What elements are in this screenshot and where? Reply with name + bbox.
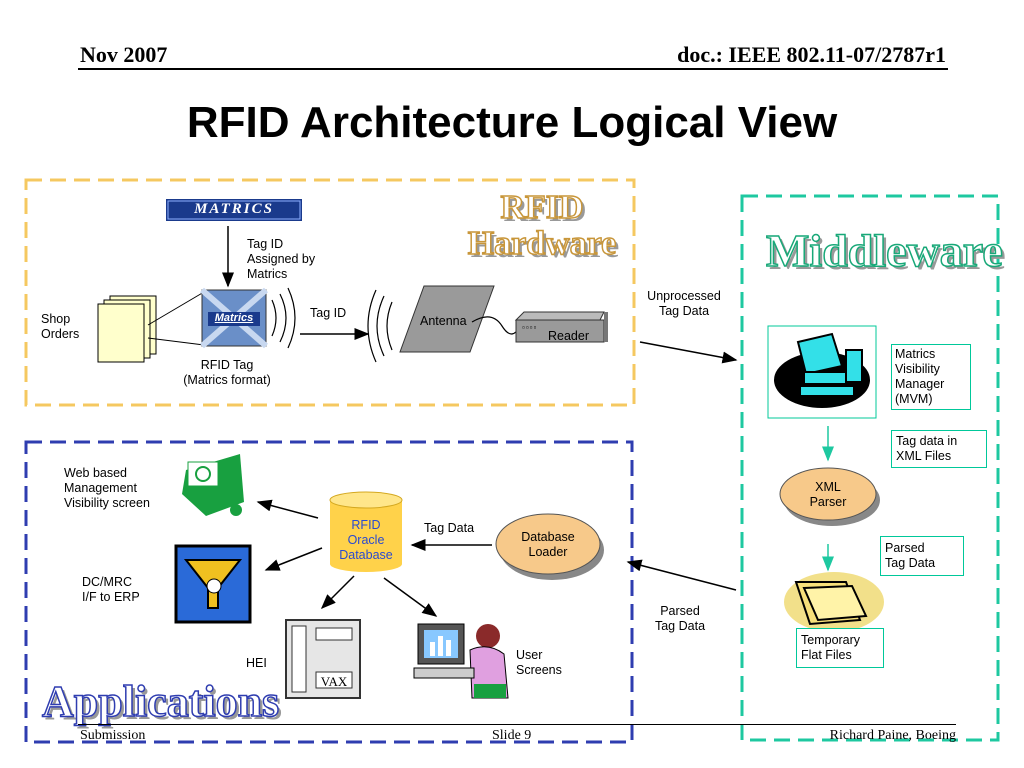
arrow-db-to-dcmrc (264, 547, 323, 571)
matrics-logo (166, 199, 302, 221)
parsed-box-line2: Tag Data (885, 556, 936, 570)
xml-files-line1: Tag data in (896, 434, 958, 448)
footer-rule (78, 724, 956, 725)
tag-assigned-line2: Assigned by (247, 252, 316, 266)
xml-parser-line1: XML (815, 480, 841, 494)
shop-orders-label: Shop Orders (41, 312, 79, 342)
db-line2: Oracle (347, 533, 385, 547)
arrow-db-to-users (383, 577, 438, 617)
header-date: Nov 2007 (80, 42, 168, 67)
temp-files-box: Temporary Flat Files (796, 628, 884, 668)
tag-waves-icon (271, 287, 296, 349)
rfid-tag-label: RFID Tag (Matrics format) (168, 358, 286, 388)
flat-files-icon (784, 572, 884, 632)
shop-orders-icon (97, 295, 157, 363)
header-doc-id: doc.: IEEE 802.11-07/2787r1 (677, 42, 946, 67)
database-loader-label: Database Loader (506, 530, 590, 560)
web-line2: Management (64, 481, 137, 495)
temp-files-line1: Temporary (801, 633, 861, 647)
web-visibility-icon (182, 454, 244, 516)
xml-parser-line2: Parser (809, 495, 847, 509)
footer-submission: Submission (80, 728, 146, 743)
mvm-computer-icon (774, 332, 870, 408)
dcmrc-line1: DC/MRC (82, 575, 132, 589)
oracle-database-label: RFID Oracle Database (330, 518, 402, 563)
mvm-line3: Manager (895, 377, 945, 391)
antenna-cable (471, 316, 521, 335)
user-screens-icon (413, 623, 509, 699)
rfid-tag-line1: RFID Tag (200, 358, 254, 372)
user-screens-label: User Screens (516, 648, 562, 678)
tag-id-label: Tag ID (310, 306, 347, 320)
user-screens-line2: Screens (516, 663, 562, 677)
hardware-section-label: RFID Hardware (466, 189, 618, 263)
header-rule (78, 68, 948, 70)
matrics-logo-text: MATRICS (194, 201, 274, 217)
database-loader-cloud (495, 513, 604, 580)
user-screens-line1: User (516, 648, 543, 662)
parsed-box-line1: Parsed (885, 541, 925, 555)
hardware-label-line2: Hardware (467, 225, 617, 263)
dcmrc-label: DC/MRC I/F to ERP (82, 575, 140, 605)
rfid-tag-text: Matrics (214, 312, 254, 324)
rfid-tag-line2: (Matrics format) (183, 373, 271, 387)
reader-label: Reader (548, 329, 589, 343)
db-line1: RFID (351, 518, 381, 532)
hardware-label-line1: RFID (500, 189, 585, 227)
applications-section-label: Applications (41, 677, 280, 727)
vax-label: VAX (320, 674, 348, 689)
unprocessed-label: Unprocessed Tag Data (640, 289, 728, 319)
xml-files-box: Tag data in XML Files (891, 430, 987, 468)
rfid-tag-icon (200, 287, 268, 349)
mvm-line2: Visibility (895, 362, 940, 376)
shop-orders-line2: Orders (41, 327, 80, 341)
unprocessed-line2: Tag Data (658, 304, 710, 318)
hei-label: HEI (246, 656, 267, 670)
unprocessed-line1: Unprocessed (647, 289, 721, 303)
temp-files-line2: Flat Files (801, 648, 852, 662)
parsed-out-line1: Parsed (660, 604, 700, 618)
dcmrc-funnel-icon (174, 544, 252, 624)
antenna-label: Antenna (420, 314, 467, 328)
parsed-out-label: Parsed Tag Data (640, 604, 720, 634)
xml-parser-label: XML Parser (788, 480, 868, 510)
parsed-tag-data-box: Parsed Tag Data (880, 536, 964, 576)
web-line1: Web based (64, 466, 128, 480)
tag-assigned-line3: Matrics (247, 267, 288, 281)
arrow-db-to-web (256, 499, 319, 519)
tag-data-label: Tag Data (424, 521, 475, 535)
antenna-icon (399, 285, 495, 353)
page-title: RFID Architecture Logical View (186, 98, 838, 147)
footer-slide-number: Slide 9 (492, 728, 532, 743)
shop-orders-line1: Shop (41, 312, 71, 326)
web-visibility-label: Web based Management Visibility screen (64, 466, 150, 511)
loader-line1: Database (521, 530, 575, 544)
parsed-out-line2: Tag Data (654, 619, 706, 633)
arrow-unprocessed (639, 341, 738, 364)
dcmrc-line2: I/F to ERP (82, 590, 140, 604)
hardware-section-border (24, 178, 636, 407)
vax-computer-icon (285, 619, 361, 699)
middleware-section-border (740, 194, 1000, 742)
mvm-label-box: Matrics Visibility Manager (MVM) (891, 344, 971, 410)
xml-parser-cloud (779, 467, 880, 526)
arrow-parsed-to-loader (626, 559, 737, 591)
reader-icon (514, 311, 608, 343)
arrow-db-to-vax (320, 575, 355, 610)
xml-files-line2: XML Files (896, 449, 952, 463)
mvm-line4: (MVM) (895, 392, 933, 406)
db-line3: Database (339, 548, 393, 562)
tag-assigned-line1: Tag ID (247, 237, 284, 251)
antenna-waves-icon (367, 289, 393, 363)
oracle-database-icon (329, 491, 403, 572)
web-line3: Visibility screen (64, 496, 150, 510)
reader-leds-icon: ▫▫▫▫ (522, 323, 538, 332)
middleware-section-label: Middleware (765, 225, 1003, 277)
mvm-line1: Matrics (895, 347, 936, 361)
applications-section-border (24, 440, 634, 744)
loader-line2: Loader (528, 545, 568, 559)
tag-assigned-label: Tag ID Assigned by Matrics (247, 237, 315, 282)
footer-author: Richard Paine, Boeing (829, 728, 956, 743)
